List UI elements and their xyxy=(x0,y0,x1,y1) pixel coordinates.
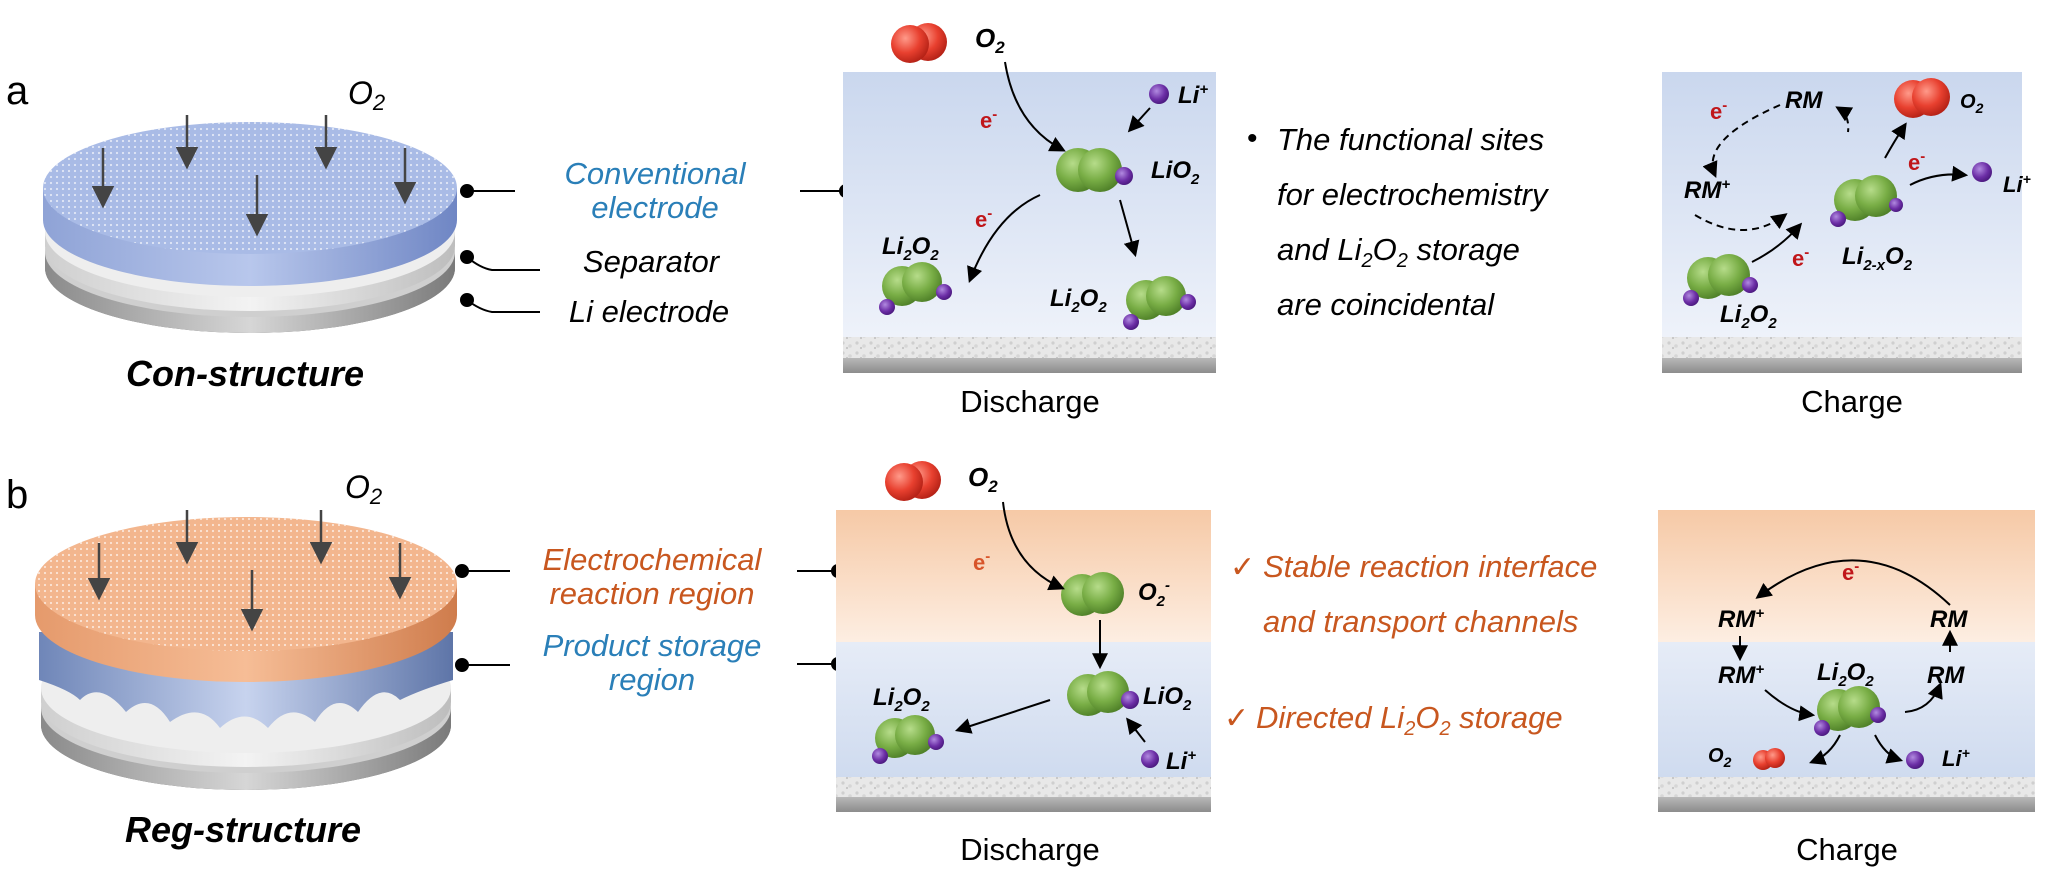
b-charge-caption: Charge xyxy=(1796,832,1898,867)
a-chg-rm-plus: RM+ xyxy=(1684,176,1730,204)
panel-a-discharge-box xyxy=(843,72,1216,373)
label-electrochem-2: reaction region xyxy=(549,576,754,611)
b-check-line2: and transport channels xyxy=(1263,604,1578,639)
panel-a-discharge-arrows xyxy=(967,61,1151,283)
b-chg-eminus: e- xyxy=(1842,558,1859,585)
a-charge-caption: Charge xyxy=(1801,384,1903,419)
label-separator: Separator xyxy=(583,244,721,279)
panel-b-discharge-molecules xyxy=(872,461,1159,768)
reg-structure-disk xyxy=(35,510,457,790)
panel-a-discharge-molecules xyxy=(879,23,1196,330)
a-chg-o2: O2 xyxy=(1960,91,1984,116)
b-chg-o2: O2 xyxy=(1708,745,1732,770)
b-chg-rm-2: RM xyxy=(1927,662,1965,689)
label-conventional-1: Conventional xyxy=(565,156,747,191)
con-structure-title: Con-structure xyxy=(126,353,364,394)
a-chg-li2o2: Li2O2 xyxy=(1720,301,1777,332)
b-chg-rm-1: RM xyxy=(1930,606,1968,633)
a-dis-li-plus: Li+ xyxy=(1178,81,1208,109)
a-chg-eminus-2: e- xyxy=(1908,148,1925,175)
b-dis-lio2: LiO2 xyxy=(1143,683,1192,714)
panel-b-discharge-box xyxy=(836,510,1211,812)
panel-b-charge-molecules xyxy=(1753,686,1924,770)
panel-b-leaders xyxy=(455,564,845,672)
panel-a-o2-label: O2 xyxy=(348,75,385,115)
panel-b-o2-label: O2 xyxy=(345,469,382,509)
panel-a-charge-molecules xyxy=(1683,78,1992,306)
panel-b-discharge-arrows xyxy=(954,501,1146,743)
b-chg-li2o2: Li2O2 xyxy=(1817,659,1874,690)
a-discharge-caption: Discharge xyxy=(960,384,1100,419)
label-product-2: region xyxy=(609,662,695,697)
b-check-line1: Stable reaction interface xyxy=(1263,549,1597,584)
a-dis-li2o2-left: Li2O2 xyxy=(882,233,939,264)
a-bullet-line3: and Li2O2 storage xyxy=(1277,232,1520,272)
b-dis-superoxide: O2- xyxy=(1138,577,1170,610)
b-dis-o2-label: O2 xyxy=(968,462,998,496)
b-discharge-caption: Discharge xyxy=(960,832,1100,867)
b-dis-li2o2: Li2O2 xyxy=(873,684,930,715)
label-electrochem-1: Electrochemical xyxy=(543,542,763,577)
con-structure-disk xyxy=(43,115,457,333)
a-bullet-mark: • xyxy=(1247,122,1258,155)
a-chg-li2xo2: Li2-xO2 xyxy=(1842,243,1913,274)
reg-structure-title: Reg-structure xyxy=(125,809,361,850)
panel-a-letter: a xyxy=(6,69,29,113)
b-check-line3: Directed Li2O2 storage xyxy=(1256,700,1563,740)
label-conventional-2: electrode xyxy=(591,190,719,225)
b-dis-eminus: e- xyxy=(973,548,990,575)
a-dis-li2o2-right: Li2O2 xyxy=(1050,285,1107,316)
a-dis-eminus-1: e- xyxy=(980,106,997,133)
panel-a-charge-arrows xyxy=(1694,104,1969,263)
b-dis-li-plus: Li+ xyxy=(1166,747,1196,775)
b-chg-rm-plus-2: RM+ xyxy=(1718,661,1764,689)
a-bullet-line1: The functional sites xyxy=(1277,122,1544,157)
b-check-1: ✓ xyxy=(1230,551,1255,584)
b-chg-li-plus: Li+ xyxy=(1942,745,1970,771)
a-chg-eminus-3: e- xyxy=(1792,244,1809,271)
a-chg-rm: RM xyxy=(1785,87,1823,114)
panel-b-letter: b xyxy=(6,473,28,517)
a-bullet-line4: are coincidental xyxy=(1277,287,1495,322)
a-chg-eminus-1: e- xyxy=(1710,97,1727,124)
panel-b-charge-arrows xyxy=(1732,559,1958,765)
b-check-2: ✓ xyxy=(1224,702,1249,735)
a-dis-o2-label: O2 xyxy=(975,23,1005,57)
a-bullet-line2: for electrochemistry xyxy=(1277,177,1550,212)
label-product-1: Product storage xyxy=(543,628,762,663)
b-chg-rm-plus-1: RM+ xyxy=(1718,605,1764,633)
a-dis-lio2: LiO2 xyxy=(1151,157,1200,188)
a-chg-li-plus: Li+ xyxy=(2003,171,2031,197)
panel-b-charge-box xyxy=(1658,510,2035,812)
a-dis-eminus-2: e- xyxy=(975,205,992,232)
label-li-electrode: Li electrode xyxy=(569,294,729,329)
